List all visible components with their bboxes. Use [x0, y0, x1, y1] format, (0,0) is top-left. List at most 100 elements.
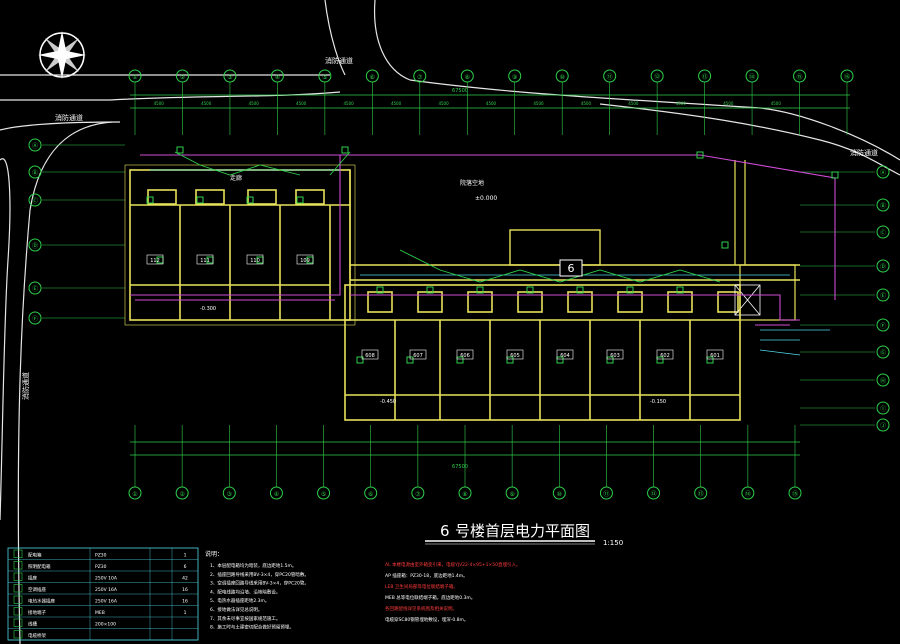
legend-symbol	[13, 584, 23, 593]
legend-symbol	[13, 561, 23, 570]
legend-name: 电缆桥架	[28, 632, 46, 639]
note-line: 7、其余未尽事宜按国家规范施工。	[210, 615, 280, 622]
axis-label-bottom: ③	[227, 491, 232, 498]
device-box	[576, 286, 584, 294]
dim-label-top: 4500	[438, 101, 449, 106]
note-line: 8、施工时与土建密切配合做好预留预埋。	[210, 624, 294, 631]
east-service-zone	[734, 160, 796, 321]
axis-bubble-right	[876, 198, 890, 212]
axis-bubble-bottom	[505, 486, 519, 500]
axis-label-bottom: ⑭	[745, 490, 751, 498]
axis-bubble-bottom	[128, 486, 142, 500]
axis-bubble-top	[508, 69, 522, 83]
dim-label-top: 4500	[486, 101, 497, 106]
dim-label-top: 4500	[201, 101, 212, 106]
axis-bubble-bottom	[411, 486, 425, 500]
note-line: 6、接地做法详见总说明。	[210, 606, 262, 613]
axis-bubble-bottom	[175, 486, 189, 500]
room-number: 607	[413, 353, 423, 359]
legend-symbol	[13, 595, 23, 604]
room-number: 110	[250, 258, 260, 264]
dim-label-top: 4500	[296, 101, 307, 106]
room-number: 109	[300, 258, 310, 264]
axis-bubble-top	[793, 69, 807, 83]
road-label-west-side: 消防通道	[21, 372, 30, 400]
dim-label-top: 4500	[533, 101, 544, 106]
power-note-line: 各回路配线详见系统图及相关说明。	[385, 605, 457, 612]
axis-label-right: Ⓗ	[880, 377, 886, 385]
power-note-line: LEB 卫生间局部等电位联结端子箱。	[385, 583, 458, 590]
device-box	[706, 356, 714, 364]
elevation-label-a: ±0.000	[475, 195, 497, 202]
drawing-scale: 1:150	[603, 539, 623, 547]
legend-spec: MEB	[95, 610, 105, 616]
axis-label-bottom: ⑬	[698, 490, 704, 498]
stair-core	[734, 284, 761, 316]
axis-bubble-right	[876, 418, 890, 432]
power-note-line: 电缆穿SC80钢管埋地敷设，埋深-0.8m。	[385, 616, 468, 623]
legend-symbol	[13, 607, 23, 616]
device-box	[341, 146, 349, 154]
axis-label-top: ⑥	[370, 74, 375, 81]
axis-label-top: ⑪	[607, 73, 613, 81]
axis-label-bottom: ②	[179, 491, 185, 498]
note-line: 3、空调插座回路导线采用BV-3×4，穿PC20管。	[210, 580, 309, 587]
axis-label-bottom: ④	[274, 491, 279, 498]
device-box	[356, 356, 364, 364]
axis-bubble-right	[876, 401, 890, 415]
legend-symbol	[13, 618, 23, 627]
drawing-title-number: 6	[440, 522, 450, 540]
note-line: 1、本层配电箱均为暗装，底边距地1.5m。	[210, 562, 296, 569]
legend-spec: 250V 16A	[95, 587, 118, 593]
legend-name: 线槽	[28, 621, 37, 628]
axis-bubble-left	[28, 281, 42, 295]
courtyard-label: 院落空地	[460, 179, 484, 187]
axis-label-bottom: ⑧	[462, 491, 467, 498]
axis-bubble-right	[876, 259, 890, 273]
device-box	[476, 286, 484, 294]
west-wing	[129, 169, 351, 321]
axis-bubble-bottom	[222, 486, 236, 500]
dim-total-top: 67500	[452, 88, 468, 94]
road-label-north: 消防通道	[325, 56, 353, 65]
dim-label-top: 4500	[391, 101, 402, 106]
room-number: 112	[150, 258, 160, 264]
axis-bubble-right	[876, 318, 890, 332]
axis-bubble-left	[28, 238, 42, 252]
axis-label-right: Ⓓ	[880, 263, 886, 271]
legend-symbol	[13, 630, 23, 639]
building-number-tag: 6	[559, 259, 583, 277]
room-number: 608	[365, 353, 375, 359]
axis-bubble-right	[876, 165, 890, 179]
device-box	[176, 146, 184, 154]
device-box	[656, 356, 664, 364]
dim-label-top: 4500	[249, 101, 260, 106]
axis-label-top: ⑧	[465, 74, 470, 81]
axis-bubble-bottom	[269, 486, 283, 500]
device-box	[376, 286, 384, 294]
legend-name: 接地端子	[28, 609, 46, 616]
room-number: 604	[560, 353, 570, 359]
axis-label-bottom: ⑩	[557, 491, 562, 498]
dimension-lines	[130, 94, 850, 456]
axis-label-bottom: ⑮	[792, 490, 798, 498]
legend-count: 42	[182, 576, 188, 582]
legend-count: 16	[182, 587, 188, 593]
device-box	[696, 151, 704, 159]
axis-label-left: Ⓓ	[32, 242, 38, 250]
note-line: 4、配电线路均沿墙、沿地暗敷设。	[210, 588, 280, 595]
legend-name: 照明配电箱	[28, 563, 51, 570]
dim-label-top: 4500	[344, 101, 355, 106]
device-box	[831, 171, 839, 179]
axis-label-right: Ⓑ	[880, 202, 886, 210]
power-note-line: AP 插座箱：PZ30-18，底边距地1.4m。	[385, 572, 468, 579]
device-box	[426, 286, 434, 294]
power-notes: AL 本楼电源由室外箱变引来，电缆YJV22-4×95+1×50直埋引入。AP …	[385, 561, 521, 623]
axis-label-right: Ⓙ	[880, 422, 886, 430]
axis-label-bottom: ⑪	[603, 490, 609, 498]
room-number: 605	[510, 353, 520, 359]
